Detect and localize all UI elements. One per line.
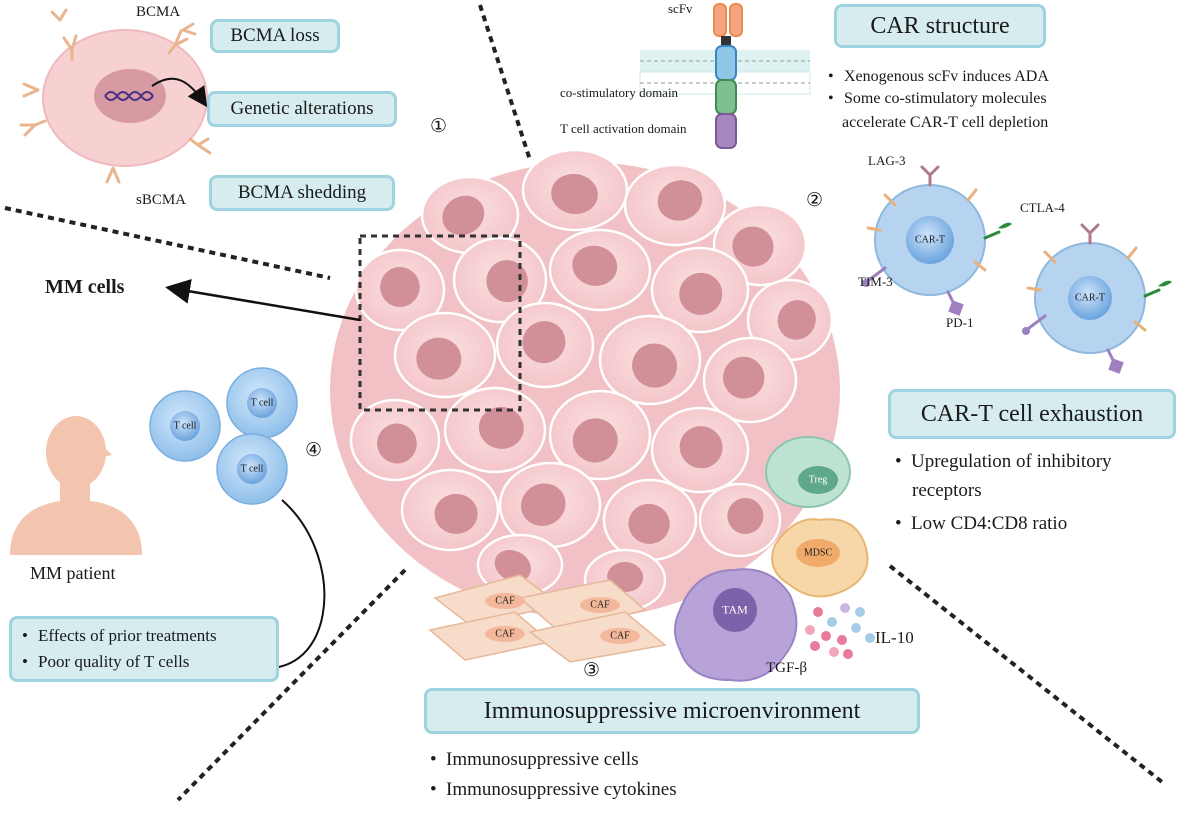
- car-structure-title-box: CAR structure: [834, 4, 1046, 48]
- ctla4-label: CTLA-4: [1020, 200, 1065, 215]
- car-structure-title: CAR structure: [870, 12, 1010, 39]
- exhaustion-bullets-2: Low CD4:CD8 ratio: [895, 510, 1067, 538]
- tumor-cell-nucleus: [522, 321, 566, 364]
- il10-label: IL-10: [875, 628, 914, 647]
- tcell-bullet-2: Poor quality of T cells: [22, 649, 217, 675]
- car-structure-bullets: Xenogenous scFv induces ADA Some co-stim…: [828, 66, 1049, 110]
- bcma-shedding-box: BCMA shedding: [209, 175, 395, 211]
- caf-label-3: CAF: [495, 628, 515, 640]
- cart-label-2: CAR-T: [1075, 292, 1105, 304]
- tumor-cell-nucleus: [679, 272, 723, 315]
- tumor-cell-nucleus: [551, 173, 598, 215]
- tcell-bullet-1: Effects of prior treatments: [22, 623, 217, 649]
- tam-label: TAM: [722, 602, 748, 617]
- lag3-label: LAG-3: [868, 153, 906, 168]
- patient-label: MM patient: [30, 563, 116, 583]
- car-bullet-2-continued: accelerate CAR-T cell depletion: [842, 114, 1049, 131]
- caf-label-1: CAF: [495, 595, 515, 607]
- tumor-cell-nucleus: [478, 406, 524, 449]
- tumor-cell-nucleus: [380, 267, 420, 308]
- tumor-cell-nucleus: [494, 549, 532, 582]
- bcma-cell-illustration: [19, 8, 212, 184]
- microenvironment-title: Immunosuppressive microenvironment: [483, 697, 861, 724]
- tcells-illustration: [149, 367, 298, 505]
- tumor-cell-nucleus: [442, 195, 485, 236]
- mm-cells-label: MM cells: [45, 276, 125, 298]
- car-bullet-1: Xenogenous scFv induces ADA: [828, 66, 1049, 88]
- tumor-cell-nucleus: [377, 423, 417, 464]
- exhaustion-title-box: CAR-T cell exhaustion: [888, 389, 1176, 439]
- bcma-shedding-text: BCMA shedding: [237, 182, 367, 203]
- pd1-label: PD-1: [946, 315, 974, 330]
- costim-domain-label: co-stimulatory domain: [560, 85, 679, 100]
- tumor-cell-nucleus: [632, 343, 678, 388]
- tumor-cell-nucleus: [727, 498, 764, 535]
- car-bullet-2: Some co-stimulatory molecules: [828, 88, 1049, 110]
- cytokine-dots: [805, 603, 875, 659]
- tumor-cell-nucleus: [572, 418, 618, 463]
- tgf-label: TGF-β: [766, 660, 807, 676]
- panel4-number: ④: [305, 439, 323, 461]
- exhaustion-bullet-2: Low CD4:CD8 ratio: [895, 510, 1067, 538]
- panel1-number: ①: [430, 115, 448, 137]
- tumor-cell-nucleus: [777, 300, 816, 340]
- scfv-label: scFv: [668, 1, 693, 16]
- bcma-loss-text: BCMA loss: [230, 25, 320, 46]
- genetic-alterations-text: Genetic alterations: [230, 98, 374, 119]
- divider-lines: [4, 4, 1164, 802]
- sbcma-label: sBCMA: [136, 192, 187, 208]
- tumor-mass-illustration: [330, 148, 840, 618]
- tcell-quality-bullets: Effects of prior treatments Poor quality…: [22, 623, 217, 675]
- microenvironment-bullet-1: Immunosuppressive cells: [430, 745, 677, 775]
- tumor-cell-nucleus: [679, 426, 723, 469]
- microenvironment-title-box: Immunosuppressive microenvironment: [424, 688, 920, 734]
- microenvironment-illustration: [428, 436, 875, 682]
- caf-label-4: CAF: [610, 630, 630, 642]
- microenvironment-bullet-2: Immunosuppressive cytokines: [430, 775, 677, 805]
- panel2-number: ②: [806, 189, 824, 211]
- tumor-cell-nucleus: [434, 493, 478, 534]
- car-structure-illustration: [639, 3, 811, 149]
- tcell-label-2: T cell: [250, 397, 274, 409]
- panel3-number: ③: [583, 659, 601, 681]
- mdsc-label: MDSC: [803, 547, 833, 559]
- tumor-cell-nucleus: [628, 503, 670, 544]
- activation-domain-label: T cell activation domain: [560, 121, 687, 136]
- tumor-cell-nucleus: [521, 483, 566, 526]
- exhaustion-bullets: Upregulation of inhibitory: [895, 448, 1112, 476]
- microenvironment-bullets: Immunosuppressive cells Immunosuppressiv…: [430, 745, 677, 805]
- tumor-cell-nucleus: [486, 260, 528, 303]
- tumor-cell-nucleus: [416, 337, 462, 380]
- bcma-label: BCMA: [136, 4, 181, 20]
- tumor-cell-nucleus: [572, 245, 618, 286]
- tcell-label-1: T cell: [173, 420, 197, 432]
- cart-cells-illustration: [862, 165, 1172, 374]
- tumor-cell-nucleus: [732, 226, 774, 267]
- genetic-alterations-box: Genetic alterations: [207, 91, 397, 127]
- tumor-cell-nucleus: [723, 356, 765, 399]
- tim3-label: TIM-3: [858, 274, 893, 289]
- tcell-label-3: T cell: [240, 463, 264, 475]
- exhaustion-bullet-1: Upregulation of inhibitory: [895, 448, 1112, 476]
- mm-cells-arrow: [165, 278, 361, 322]
- exhaustion-title: CAR-T cell exhaustion: [920, 400, 1144, 427]
- zoom-box: [358, 234, 522, 412]
- bcma-loss-box: BCMA loss: [210, 19, 340, 53]
- treg-label: Treg: [808, 474, 828, 486]
- cart-label-1: CAR-T: [915, 234, 945, 246]
- caf-label-2: CAF: [590, 599, 610, 611]
- patient-silhouette: [10, 416, 142, 555]
- tumor-cell-nucleus: [657, 180, 703, 221]
- exhaustion-bullet-1-continued: receptors: [912, 480, 982, 501]
- tcell-quality-box: Effects of prior treatments Poor quality…: [9, 616, 279, 682]
